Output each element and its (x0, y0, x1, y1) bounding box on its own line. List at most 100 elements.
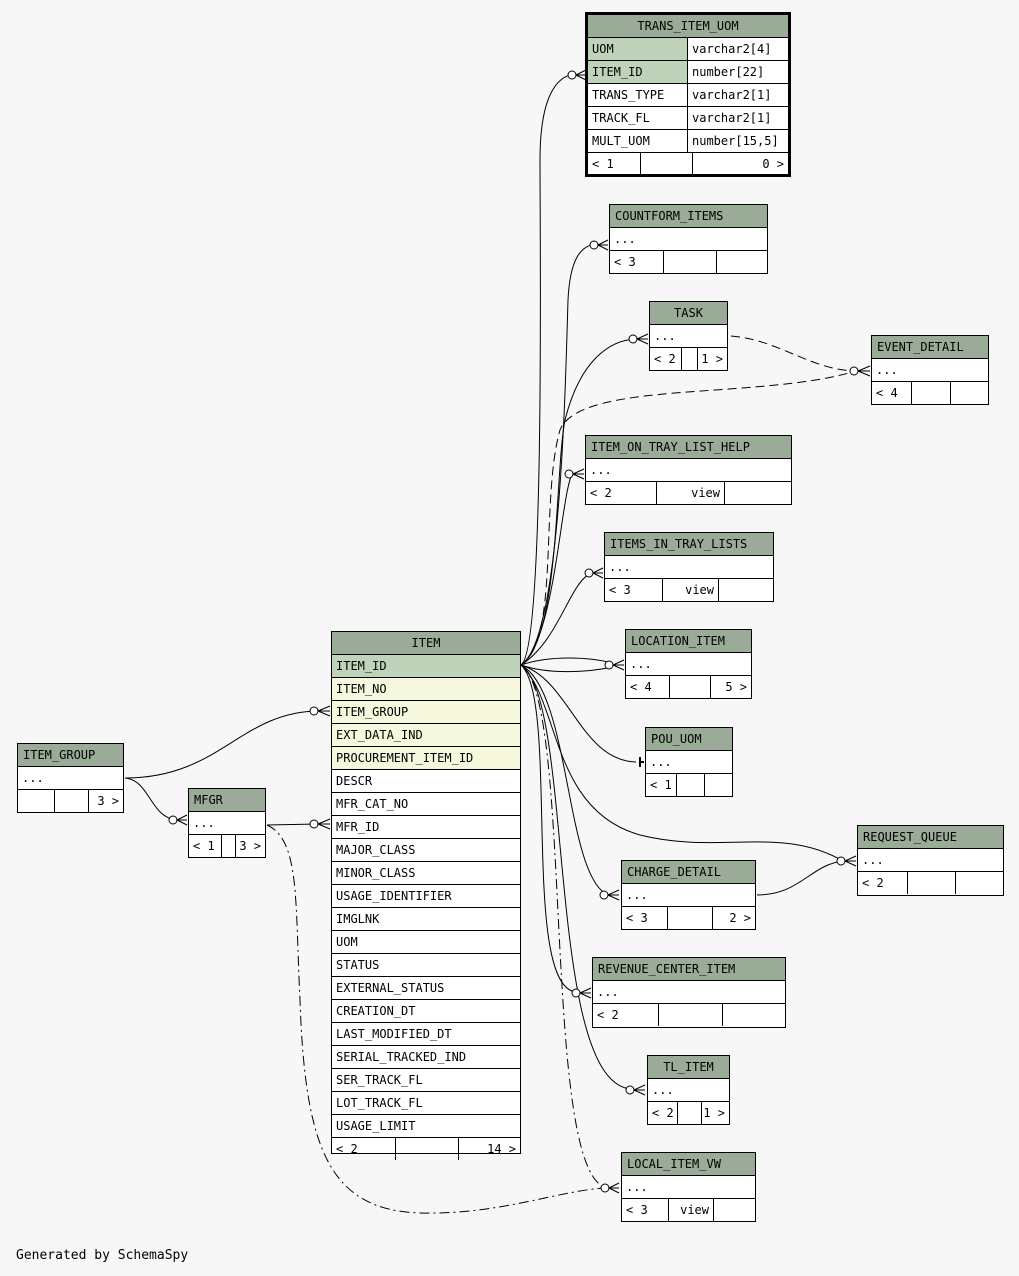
column-row: MFR_CAT_NO (332, 793, 520, 816)
column-row: ITEM_NO (332, 678, 520, 701)
column-row: SERIAL_TRACKED_IND (332, 1046, 520, 1069)
table-footer: < 4 (872, 382, 988, 404)
marker-request-queue (836, 856, 846, 866)
rel-mfgr (266, 823, 319, 826)
marker-mfgr (168, 815, 178, 825)
children-count[interactable]: 1 > (701, 1102, 729, 1124)
parents-count[interactable]: < 2 (862, 876, 884, 890)
columns-collapsed[interactable]: ... (872, 359, 988, 382)
children-count[interactable]: 14 > (458, 1138, 520, 1160)
children-count[interactable] (716, 251, 767, 273)
rel-trans-item-uom (520, 73, 577, 666)
table-pou-uom[interactable]: POU_UOM ... < 1 (645, 727, 733, 797)
children-count[interactable]: 3 > (235, 835, 265, 857)
table-type (395, 1138, 458, 1160)
children-count[interactable]: 5 > (710, 676, 751, 698)
table-item-on-tray-list-help[interactable]: ITEM_ON_TRAY_LIST_HELP ... < 2 view (585, 435, 792, 505)
parents-count[interactable]: < 3 (626, 1203, 648, 1217)
table-type (676, 774, 704, 796)
table-local-item-vw[interactable]: LOCAL_ITEM_VW ... < 3 view (621, 1152, 756, 1222)
columns-collapsed[interactable]: ... (858, 849, 1003, 872)
columns-collapsed[interactable]: ... (18, 767, 123, 790)
columns-collapsed[interactable]: ... (626, 653, 751, 676)
parents-count[interactable]: < 1 (650, 778, 672, 792)
children-count[interactable] (950, 382, 988, 404)
children-count[interactable] (704, 774, 732, 796)
columns-collapsed[interactable]: ... (586, 459, 791, 482)
parents-count[interactable] (18, 790, 54, 812)
marker-charge-detail (599, 890, 609, 900)
table-type: view (668, 1199, 713, 1221)
column-type: varchar2[1] (687, 84, 788, 106)
columns-collapsed[interactable]: ... (610, 228, 767, 251)
column-row: MAJOR_CLASS (332, 839, 520, 862)
children-count[interactable] (718, 579, 773, 601)
parents-count[interactable]: < 2 (336, 1142, 358, 1156)
marker-countform-items (589, 240, 599, 250)
columns-collapsed[interactable]: ... (622, 1176, 755, 1199)
marker-location-item (604, 660, 614, 670)
table-items-in-tray-lists[interactable]: ITEMS_IN_TRAY_LISTS ... < 3 view (604, 532, 774, 602)
table-item-group[interactable]: ITEM_GROUP ... 3 > (17, 743, 124, 813)
column-row: ITEM_GROUP (332, 701, 520, 724)
table-request-queue[interactable]: REQUEST_QUEUE ... < 2 (857, 825, 1004, 896)
marker-local-item-vw (600, 1183, 610, 1193)
table-footer: < 3 (610, 251, 767, 273)
column-type: number[22] (687, 61, 788, 83)
table-footer: < 4 5 > (626, 676, 751, 698)
table-type (640, 153, 692, 175)
parents-count[interactable]: < 2 (597, 1008, 619, 1022)
table-charge-detail[interactable]: CHARGE_DETAIL ... < 3 2 > (621, 860, 756, 930)
table-task[interactable]: TASK ... < 2 1 > (649, 301, 728, 371)
columns-collapsed[interactable]: ... (650, 325, 727, 348)
column-row: CREATION_DT (332, 1000, 520, 1023)
parents-count[interactable]: < 4 (630, 680, 652, 694)
table-footer: < 1 0 > (588, 153, 788, 175)
column-row: MINOR_CLASS (332, 862, 520, 885)
children-count[interactable] (955, 872, 1003, 894)
columns-collapsed[interactable]: ... (648, 1079, 729, 1102)
table-title: ITEMS_IN_TRAY_LISTS (605, 533, 773, 556)
table-revenue-center-item[interactable]: REVENUE_CENTER_ITEM ... < 2 (592, 957, 786, 1028)
children-count[interactable]: 3 > (88, 790, 123, 812)
table-title: TRANS_ITEM_UOM (588, 15, 788, 38)
children-count[interactable]: 2 > (712, 907, 755, 929)
table-event-detail[interactable]: EVENT_DETAIL ... < 4 (871, 335, 989, 405)
parents-count[interactable]: < 2 (654, 352, 676, 366)
marker-trans-item-uom (567, 70, 577, 80)
children-count[interactable] (713, 1199, 755, 1221)
table-countform-items[interactable]: COUNTFORM_ITEMS ... < 3 (609, 204, 768, 274)
columns-collapsed[interactable]: ... (189, 812, 265, 835)
table-type (658, 1004, 722, 1026)
column-name: UOM (592, 42, 614, 56)
columns-collapsed[interactable]: ... (593, 981, 785, 1004)
column-row: SER_TRACK_FL (332, 1069, 520, 1092)
table-location-item[interactable]: LOCATION_ITEM ... < 4 5 > (625, 629, 752, 699)
parents-count[interactable]: < 3 (614, 255, 636, 269)
parents-count[interactable]: < 4 (876, 386, 898, 400)
column-row: PROCUREMENT_ITEM_ID (332, 747, 520, 770)
rel-countform-items (520, 243, 598, 666)
children-count[interactable]: 1 > (697, 348, 727, 370)
children-count[interactable] (724, 482, 791, 504)
columns-collapsed[interactable]: ... (605, 556, 773, 579)
children-count[interactable]: 0 > (692, 153, 788, 175)
columns-collapsed[interactable]: ... (622, 884, 755, 907)
columns-collapsed[interactable]: ... (646, 751, 732, 774)
column-name: TRANS_TYPE (592, 88, 665, 102)
table-trans-item-uom[interactable]: TRANS_ITEM_UOM UOM varchar2[4] ITEM_ID n… (585, 12, 791, 177)
parents-count[interactable]: < 3 (626, 911, 648, 925)
table-mfgr[interactable]: MFGR ... < 1 3 > (188, 788, 266, 858)
parents-count[interactable]: < 1 (592, 157, 614, 171)
rel-location-item-b (520, 664, 613, 673)
marker-task (628, 334, 638, 344)
column-type: varchar2[4] (687, 38, 788, 60)
parents-count[interactable]: < 3 (609, 583, 631, 597)
table-item[interactable]: ITEM ITEM_ID ITEM_NO ITEM_GROUP EXT_DATA… (331, 631, 521, 1160)
table-tl-item[interactable]: TL_ITEM ... < 2 1 > (647, 1055, 730, 1125)
children-count[interactable] (722, 1004, 785, 1026)
column-row: TRANS_TYPE varchar2[1] (588, 84, 788, 107)
parents-count[interactable]: < 1 (193, 839, 215, 853)
parents-count[interactable]: < 2 (590, 486, 612, 500)
parents-count[interactable]: < 2 (652, 1106, 674, 1120)
